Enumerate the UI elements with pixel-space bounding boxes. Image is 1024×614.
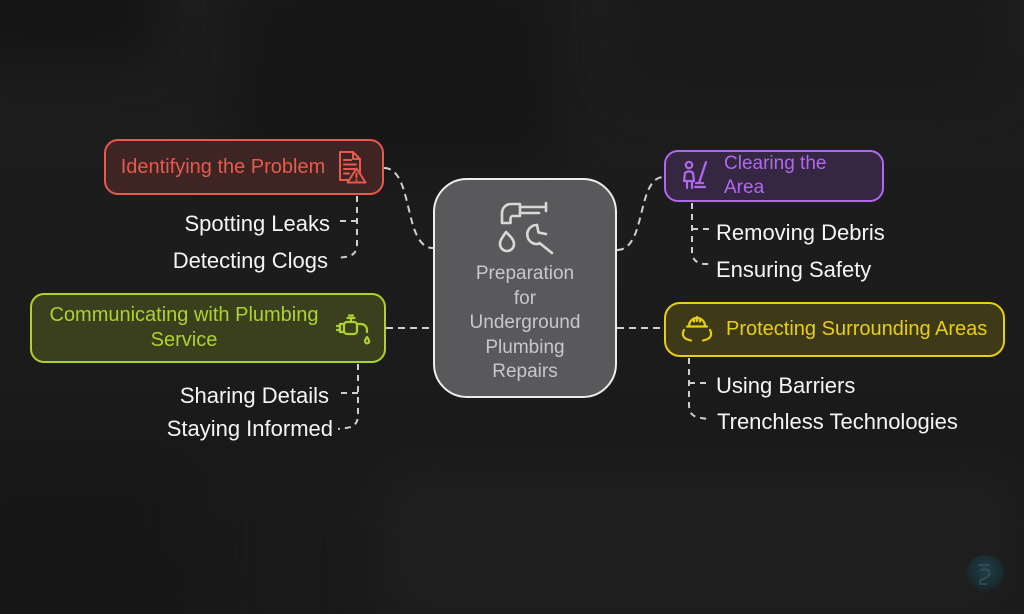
- subtopic-ensuring-safety: Ensuring Safety: [716, 257, 872, 282]
- watermark-glyph-icon: [978, 564, 991, 585]
- faucet-drip-icon: [335, 314, 371, 345]
- branch-label: Protecting Surrounding Areas: [726, 318, 988, 340]
- background-shade: [0, 450, 200, 614]
- hands-hardhat-icon: [681, 315, 713, 342]
- central-topic-title: Preparation for Underground Plumbing Rep…: [470, 262, 581, 385]
- branch-protecting-surrounding-areas: Protecting Surrounding Areas: [664, 302, 1005, 357]
- subtopic-using-barriers: Using Barriers: [716, 373, 856, 398]
- subtopic-sharing-details: Sharing Details: [179, 383, 329, 408]
- sweeping-person-icon: [682, 160, 708, 190]
- subtopic-spotting-leaks: Spotting Leaks: [184, 211, 330, 236]
- document-warning-icon: [339, 151, 367, 184]
- subtopic-staying-informed: Staying Informed: [166, 416, 333, 441]
- central-title-line: Preparation: [475, 263, 575, 284]
- faucet-wrench-icon: [498, 201, 554, 255]
- branch-label: Clearing the Area: [724, 153, 827, 198]
- background-shade: [0, 0, 160, 60]
- central-title-line: Repairs: [492, 361, 558, 382]
- branch-label: Communicating with Plumbing Service: [49, 304, 319, 351]
- branch-clearing-the-area: Clearing the Area: [664, 150, 884, 202]
- background-shade: [620, 0, 1000, 90]
- central-topic-node: Preparation for Underground Plumbing Rep…: [433, 178, 617, 398]
- subtopic-trenchless-technologies: Trenchless Technologies: [717, 409, 958, 434]
- branch-communicating-with-plumbing-service: Communicating with Plumbing Service: [30, 293, 386, 363]
- central-title-line: for: [513, 287, 537, 309]
- background-shade: [380, 470, 1020, 614]
- branch-label: Identifying the Problem: [120, 155, 326, 178]
- branch-identifying-the-problem: Identifying the Problem: [104, 139, 384, 195]
- central-title-line: Underground: [469, 312, 581, 333]
- watermark-logo: [967, 555, 1004, 592]
- subtopic-removing-debris: Removing Debris: [716, 220, 885, 245]
- subtopic-detecting-clogs: Detecting Clogs: [172, 248, 328, 273]
- central-title-line: Plumbing: [485, 336, 565, 358]
